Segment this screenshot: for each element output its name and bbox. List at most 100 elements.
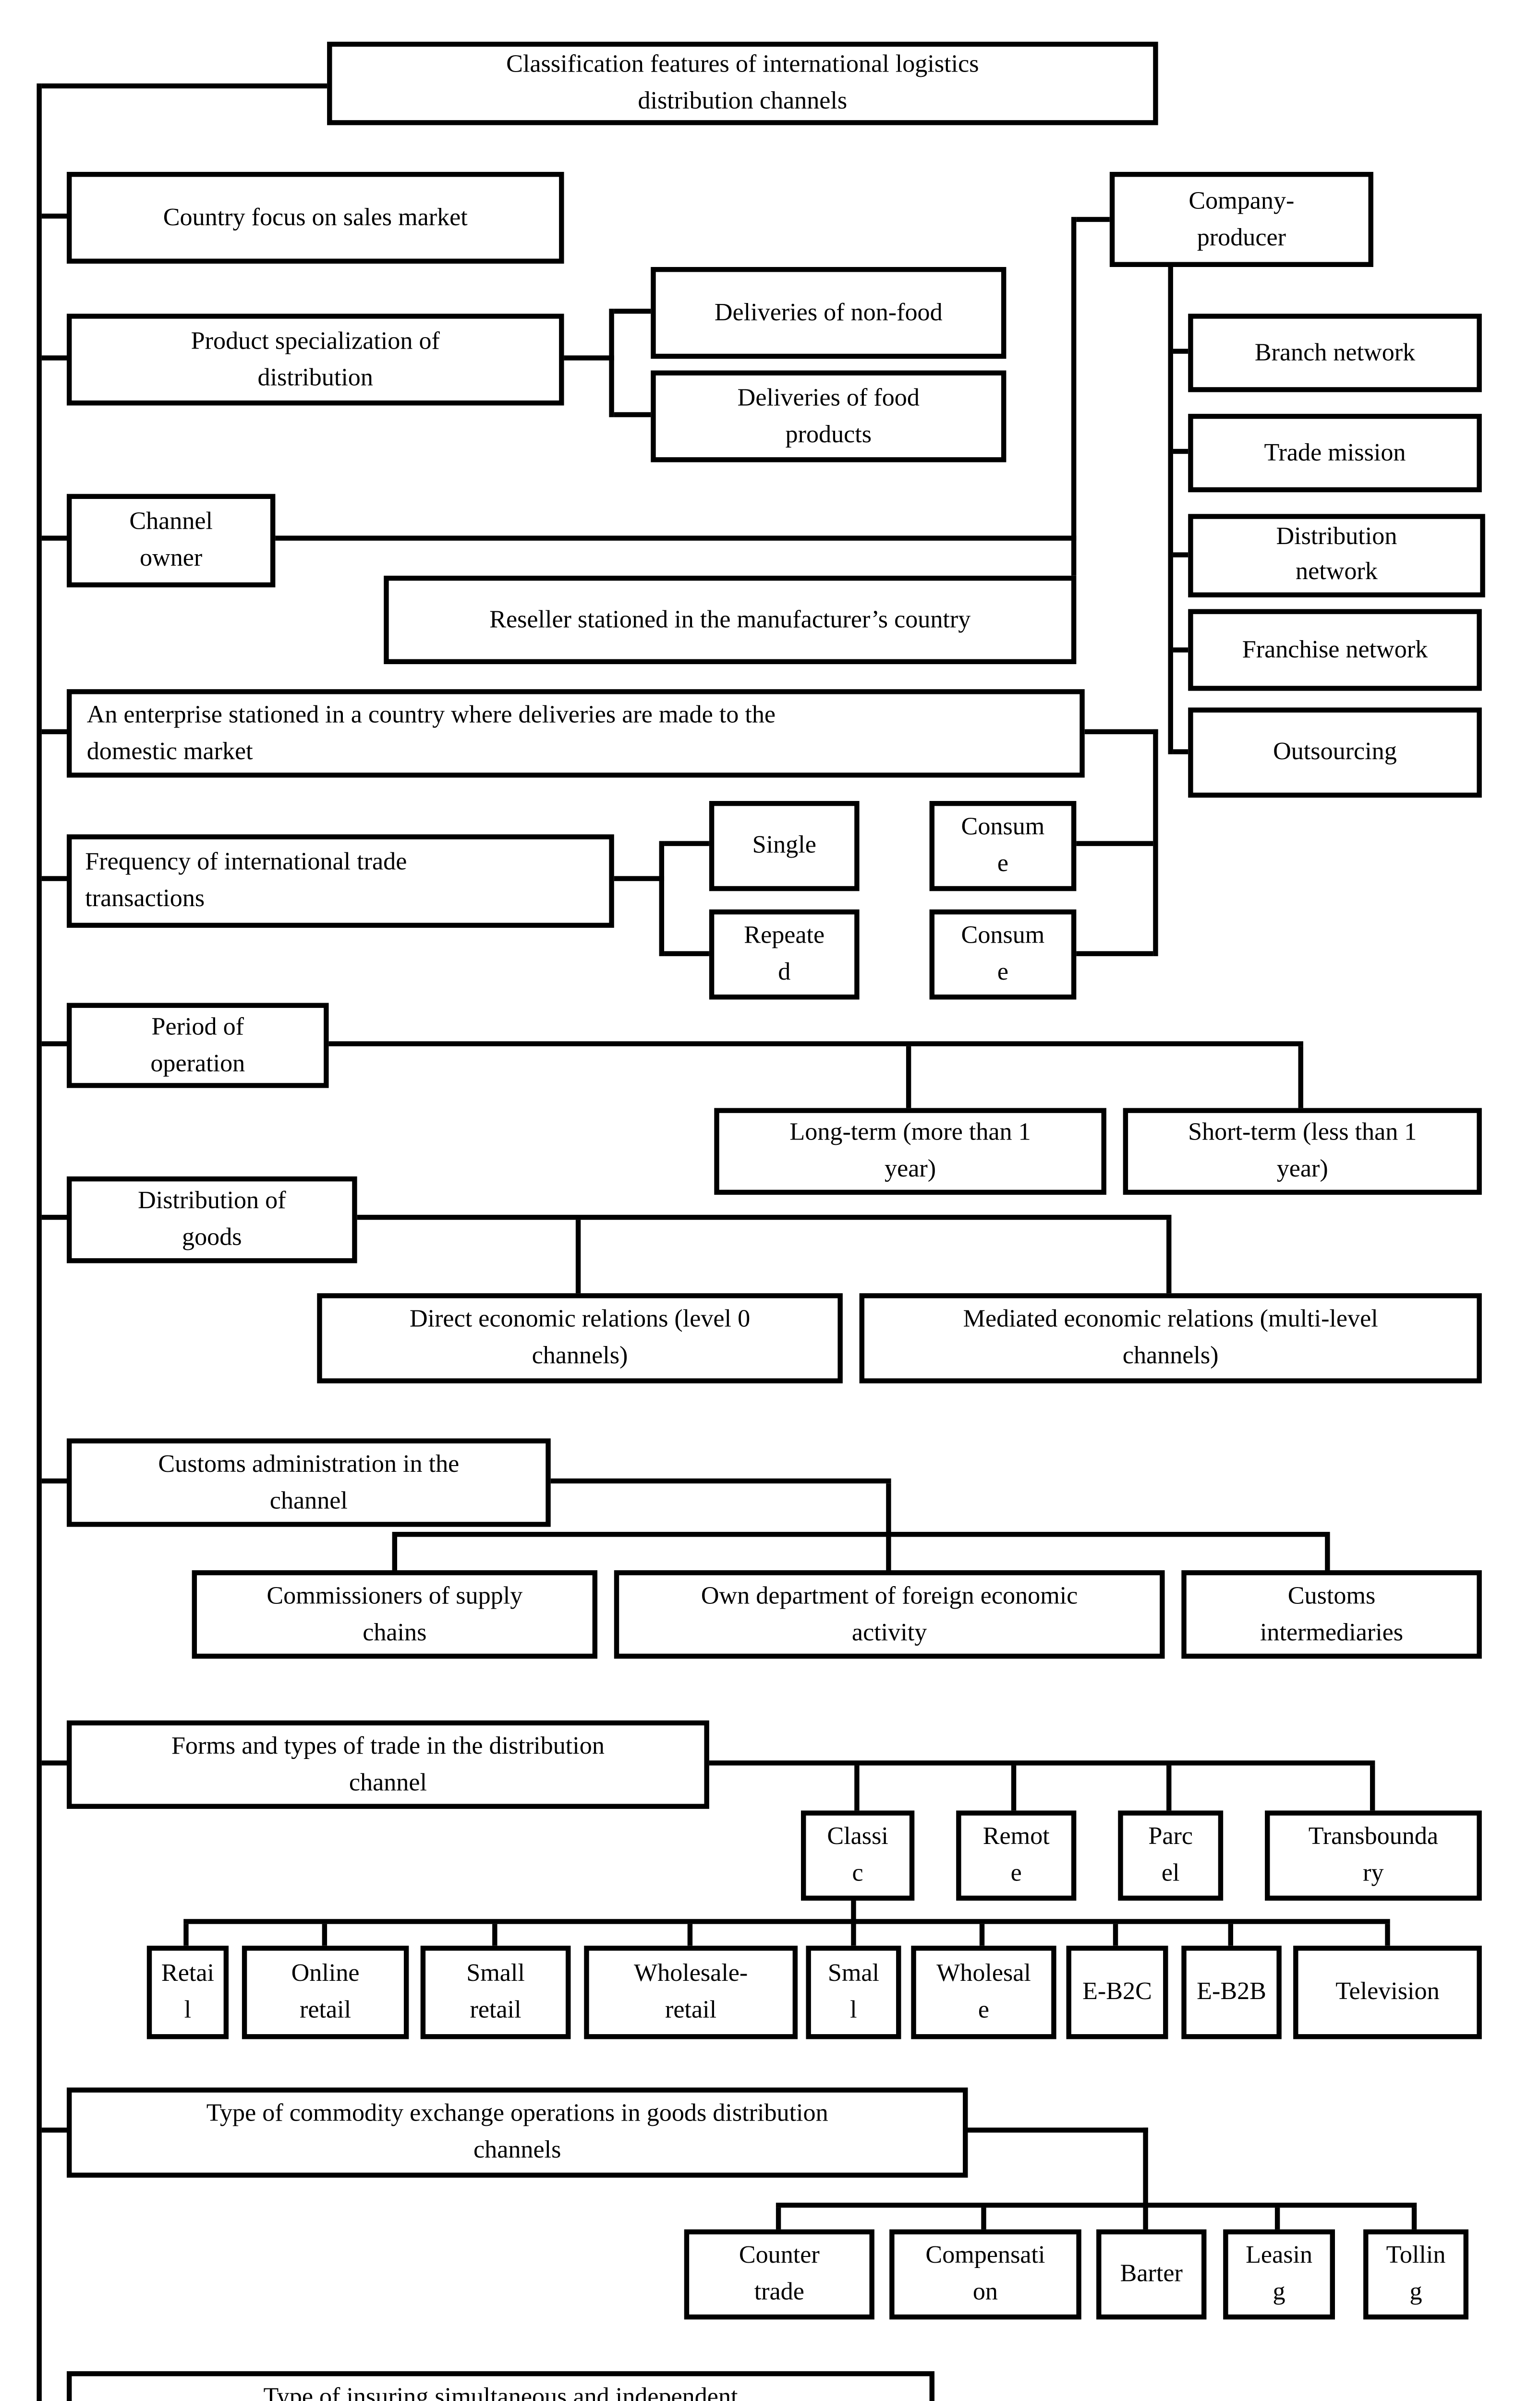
connector-line xyxy=(1173,349,1188,354)
connector-line xyxy=(41,83,327,89)
box-remote: Remot e xyxy=(956,1810,1077,1901)
box-channel-owner: Channel owner xyxy=(67,494,276,588)
box-insuring: Type of insuring simultaneous and indepe… xyxy=(67,2371,934,2401)
connector-line xyxy=(41,1478,67,1484)
connector-line xyxy=(614,308,651,314)
connector-line xyxy=(550,1478,891,1484)
connector-line xyxy=(1274,2207,1280,2230)
connector-line xyxy=(183,1924,189,1946)
connector-line xyxy=(392,1532,1330,1537)
box-long-term: Long-term (more than 1 year) xyxy=(714,1108,1106,1195)
connector-line xyxy=(687,1924,693,1946)
box-reseller: Reseller stationed in the manufacturer’s… xyxy=(384,575,1077,665)
connector-line xyxy=(906,1046,911,1108)
box-e-b2c: E-B2C xyxy=(1066,1945,1168,2039)
connector-line xyxy=(609,308,614,417)
connector-line xyxy=(1173,552,1188,558)
connector-line xyxy=(41,729,67,734)
connector-line xyxy=(776,2207,781,2230)
connector-line xyxy=(492,1924,497,1946)
box-small-retail: Small retail xyxy=(420,1945,571,2039)
box-customs-intermediaries: Customs intermediaries xyxy=(1181,1570,1482,1659)
box-commissioners: Commissioners of supply chains xyxy=(192,1570,598,1659)
connector-line xyxy=(41,876,67,881)
box-direct-relations: Direct economic relations (level 0 chann… xyxy=(317,1293,843,1383)
connector-line xyxy=(1166,1765,1172,1811)
connector-line xyxy=(886,1537,891,1570)
connector-line xyxy=(1076,841,1153,846)
connector-line xyxy=(1076,217,1110,222)
box-franchise-network: Franchise network xyxy=(1188,609,1482,691)
connector-line xyxy=(776,2203,1417,2208)
connector-line xyxy=(979,1924,985,1946)
box-wholesale: Wholesal e xyxy=(911,1945,1056,2039)
connector-line xyxy=(1071,217,1077,576)
connector-line xyxy=(1228,1924,1234,1946)
box-company-producer: Company- producer xyxy=(1109,171,1373,267)
box-online-retail: Online retail xyxy=(242,1945,409,2039)
connector-line xyxy=(1166,1220,1172,1294)
box-non-food: Deliveries of non-food xyxy=(651,267,1006,359)
box-single: Single xyxy=(709,801,860,891)
connector-line xyxy=(41,1214,67,1220)
box-branch-network: Branch network xyxy=(1188,314,1482,392)
box-food: Deliveries of food products xyxy=(651,370,1006,462)
connector-line xyxy=(1173,749,1188,754)
connector-line xyxy=(1173,647,1188,653)
connector-line xyxy=(1168,267,1173,754)
box-forms-types: Forms and types of trade in the distribu… xyxy=(67,1720,709,1809)
box-consume-2: Consum e xyxy=(929,909,1077,1000)
box-period: Period of operation xyxy=(67,1003,329,1088)
box-product-spec: Product specialization of distribution xyxy=(67,314,564,406)
connector-line xyxy=(968,2127,1148,2133)
box-enterprise: An enterprise stationed in a country whe… xyxy=(67,689,1085,778)
box-counter-trade: Counter trade xyxy=(684,2229,874,2320)
connector-line xyxy=(1298,1046,1303,1108)
connector-line xyxy=(1173,449,1188,454)
connector-line xyxy=(614,876,665,881)
box-trade-mission: Trade mission xyxy=(1188,413,1482,493)
connector-line xyxy=(392,1537,398,1570)
box-wholesale-retail: Wholesale- retail xyxy=(584,1945,798,2039)
connector-line xyxy=(854,1765,860,1811)
box-outsourcing: Outsourcing xyxy=(1188,707,1482,798)
connector-line xyxy=(1143,2127,1148,2230)
box-distribution-network: Distribution network xyxy=(1188,514,1485,598)
connector-line xyxy=(1385,1924,1390,1946)
connector-line xyxy=(664,951,709,957)
connector-line xyxy=(1011,1765,1017,1811)
connector-line xyxy=(886,1483,891,1535)
box-compensation: Compensati on xyxy=(889,2229,1081,2320)
box-television: Television xyxy=(1293,1945,1482,2039)
connector-line xyxy=(981,2207,986,2230)
connector-line xyxy=(709,1760,1375,1766)
box-parcel: Parc el xyxy=(1118,1810,1224,1901)
box-classic: Classi c xyxy=(801,1810,915,1901)
box-dist-goods: Distribution of goods xyxy=(67,1176,357,1263)
connector-line xyxy=(659,841,665,957)
box-customs-admin: Customs administration in the channel xyxy=(67,1438,551,1527)
connector-line xyxy=(664,841,709,846)
box-mediated-relations: Mediated economic relations (multi-level… xyxy=(859,1293,1482,1383)
connector-line xyxy=(1411,2207,1417,2230)
connector-line xyxy=(357,1214,1172,1220)
box-retail: Retai l xyxy=(146,1945,229,2039)
box-title: Classification features of international… xyxy=(327,41,1158,125)
box-tolling: Tollin g xyxy=(1363,2229,1468,2320)
connector-line xyxy=(41,535,67,541)
box-transboundary: Transbounda ry xyxy=(1265,1810,1482,1901)
connector-line xyxy=(41,213,67,219)
connector-line xyxy=(328,1041,1303,1046)
box-leasing: Leasin g xyxy=(1223,2229,1335,2320)
connector-line xyxy=(41,1041,67,1046)
box-barter: Barter xyxy=(1096,2229,1207,2320)
connector-line xyxy=(41,2127,67,2133)
connector-line xyxy=(183,1919,1390,1924)
connector-line xyxy=(41,355,67,361)
connector-line xyxy=(275,535,1077,541)
box-small: Smal l xyxy=(806,1945,901,2039)
connector-line xyxy=(1325,1537,1330,1570)
box-commodity-ops: Type of commodity exchange operations in… xyxy=(67,2087,968,2178)
connector-line xyxy=(575,1220,581,1294)
